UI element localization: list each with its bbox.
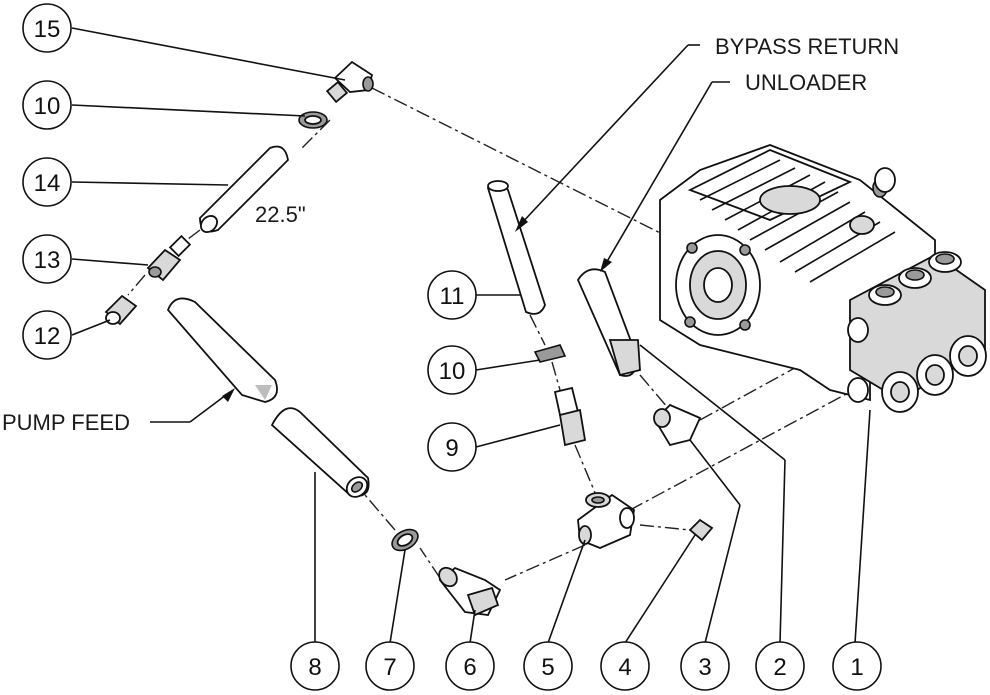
part-10-clamp-top	[298, 111, 328, 129]
callout-7: 7	[365, 641, 415, 691]
svg-text:12: 12	[34, 323, 61, 350]
svg-text:4: 4	[618, 654, 631, 681]
part-9-fitting	[553, 386, 587, 447]
svg-text:5: 5	[541, 654, 554, 681]
callout-13: 13	[22, 234, 72, 284]
leader-lines	[71, 27, 871, 644]
svg-text:11: 11	[440, 283, 465, 310]
svg-text:7: 7	[383, 654, 396, 681]
callout-9: 9	[427, 422, 477, 472]
part-5-tee	[577, 492, 635, 549]
part-10-clamp-mid	[533, 344, 567, 363]
label-unloader: UNLOADER	[745, 70, 867, 95]
svg-text:13: 13	[34, 247, 61, 274]
part-2-unloader-hose	[576, 268, 641, 377]
callout-12: 12	[22, 310, 72, 360]
callout-15: 15	[22, 3, 72, 53]
label-pump-feed: PUMP FEED	[2, 410, 130, 435]
svg-text:15: 15	[34, 16, 61, 43]
svg-text:10: 10	[439, 358, 466, 385]
svg-text:9: 9	[445, 435, 458, 462]
part-14-hose	[199, 145, 289, 233]
assembly-lines	[127, 87, 856, 581]
svg-text:10: 10	[34, 93, 61, 120]
pump-feed-hose-upper	[166, 297, 278, 403]
callout-4: 4	[600, 641, 650, 691]
pump-body	[659, 144, 987, 413]
callout-6: 6	[445, 641, 495, 691]
part-13-fitting	[146, 234, 192, 282]
part-6-elbow	[438, 566, 502, 617]
part-4-plug	[688, 518, 714, 542]
part-8-hose	[270, 407, 370, 498]
callout-2: 2	[755, 641, 805, 691]
part-15-elbow	[325, 60, 374, 104]
callout-8: 8	[290, 641, 340, 691]
label-bypass-return: BYPASS RETURN	[715, 34, 899, 59]
part-11-hose	[486, 180, 546, 315]
svg-text:1: 1	[850, 654, 863, 681]
callout-10-mid: 10	[427, 345, 477, 395]
callout-1: 1	[832, 641, 882, 691]
callout-10-top: 10	[22, 80, 72, 130]
svg-text:8: 8	[308, 654, 321, 681]
svg-text:3: 3	[698, 654, 711, 681]
callout-3: 3	[680, 641, 730, 691]
callout-5: 5	[523, 641, 573, 691]
label-length: 22.5"	[255, 202, 306, 227]
part-3-elbow	[653, 403, 702, 447]
svg-text:14: 14	[34, 170, 61, 197]
svg-text:6: 6	[463, 654, 476, 681]
callout-11: 11	[427, 270, 477, 320]
part-7-clamp	[391, 528, 419, 552]
svg-text:2: 2	[773, 654, 786, 681]
part-12-cap	[104, 294, 138, 326]
callout-14: 14	[22, 157, 72, 207]
